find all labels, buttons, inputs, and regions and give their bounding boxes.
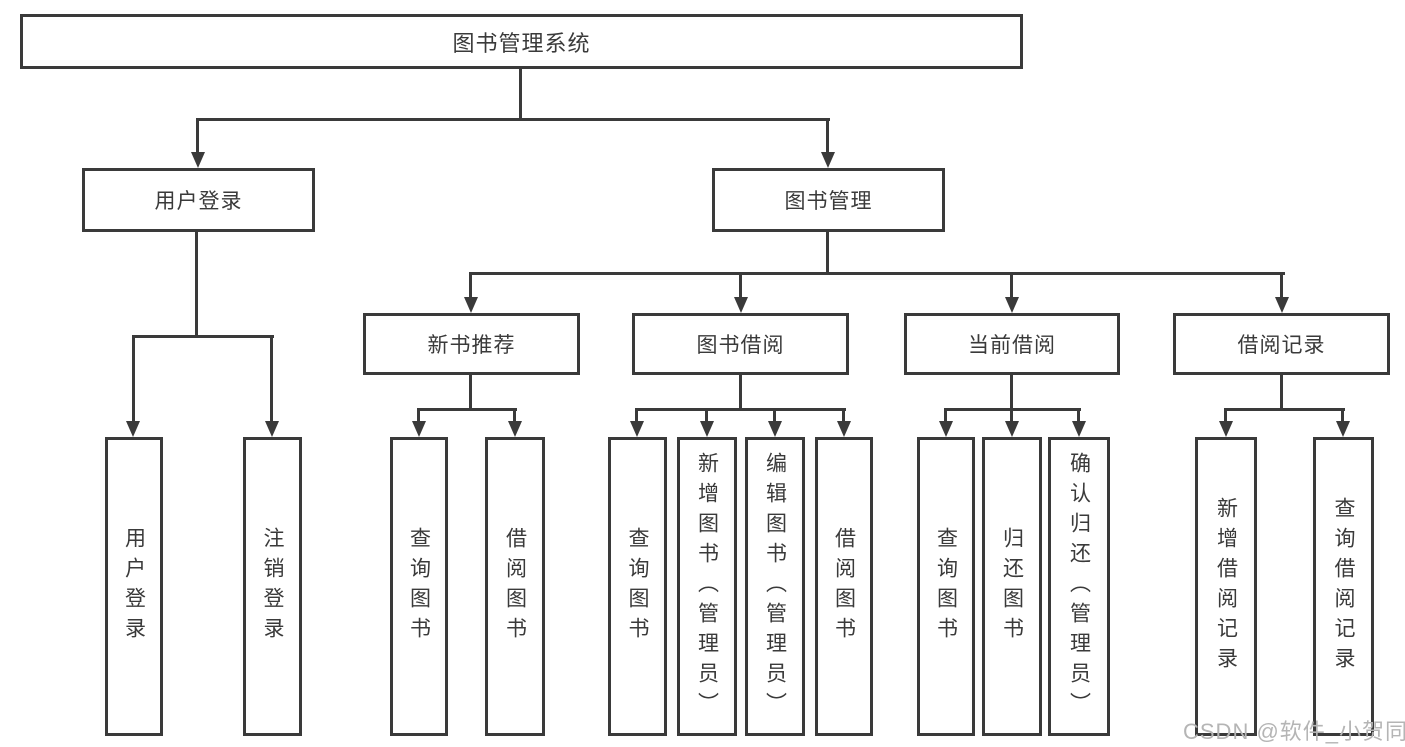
connector-stem-nbr-borrow	[513, 408, 516, 421]
node-user-login: 用户登录	[82, 168, 315, 232]
node-book-borrow: 图书借阅	[632, 313, 849, 375]
leaf-bb-borrow-books: 借阅图书	[815, 437, 873, 736]
connector-stem-bb-borrow	[842, 408, 845, 421]
leaf-cb-confirm-return-admin: 确认归还（管理员）	[1048, 437, 1110, 736]
connector-book-borrow-hline	[635, 408, 846, 411]
leaf-br-query-record-label: 查询借阅记录	[1332, 496, 1355, 677]
connector-root-drop	[519, 69, 522, 118]
leaf-br-add-record-label: 新增借阅记录	[1214, 496, 1238, 677]
arrowhead-bb-add	[700, 421, 714, 437]
connector-user-login-drop	[195, 232, 198, 335]
leaf-cb-return-books-label: 归还图书	[1000, 526, 1024, 647]
connector-stem-cb-query	[944, 408, 947, 421]
leaf-logout-label: 注销登录	[261, 526, 284, 647]
arrowhead-book-mgmt	[821, 152, 835, 168]
node-user-login-label: 用户登录	[154, 190, 243, 213]
arrowhead-nbr-query	[412, 421, 426, 437]
connector-stem-br-query	[1341, 408, 1344, 421]
leaf-user-login: 用户登录	[105, 437, 163, 736]
connector-user-login-hline	[132, 335, 274, 338]
leaf-br-query-record: 查询借阅记录	[1313, 437, 1374, 736]
leaf-cb-query-books-label: 查询图书	[934, 526, 958, 647]
connector-stem-bb-query	[635, 408, 638, 421]
leaf-user-login-label: 用户登录	[122, 526, 146, 647]
connector-new-book-rec-drop	[469, 375, 472, 408]
connector-new-book-rec-hline	[417, 408, 517, 411]
watermark: CSDN @软件_小贺同学	[1183, 719, 1405, 744]
arrowhead-user-login-leaf	[126, 421, 140, 437]
connector-stem-current-borrow	[1010, 272, 1013, 297]
node-library-system-label: 图书管理系统	[452, 30, 591, 56]
node-new-book-rec: 新书推荐	[363, 313, 580, 375]
connector-stem-cb-return	[1010, 408, 1013, 421]
connector-stem-br-add	[1224, 408, 1227, 421]
arrowhead-bb-edit	[768, 421, 782, 437]
leaf-bb-edit-books-admin-label: 编辑图书（管理员）	[763, 451, 787, 722]
node-borrow-record-label: 借阅记录	[1237, 334, 1326, 357]
arrowhead-new-book-rec	[464, 297, 478, 313]
connector-book-mgmt-hline	[469, 272, 1285, 275]
node-library-system: 图书管理系统	[20, 14, 1023, 69]
leaf-nbr-borrow-books: 借阅图书	[485, 437, 545, 736]
connector-stem-book-mgmt	[826, 118, 829, 152]
node-current-borrow-label: 当前借阅	[968, 334, 1056, 357]
leaf-bb-add-books-admin: 新增图书（管理员）	[677, 437, 737, 736]
arrowhead-book-borrow	[734, 297, 748, 313]
arrowhead-bb-borrow	[837, 421, 851, 437]
arrowhead-cb-confirm	[1072, 421, 1086, 437]
leaf-cb-return-books: 归还图书	[982, 437, 1042, 736]
connector-borrow-record-drop	[1280, 375, 1283, 408]
arrowhead-cb-return	[1005, 421, 1019, 437]
node-book-borrow-label: 图书借阅	[696, 334, 785, 357]
leaf-nbr-query-books-label: 查询图书	[407, 526, 431, 647]
arrowhead-logout-leaf	[265, 421, 279, 437]
node-book-mgmt-label: 图书管理	[784, 190, 873, 213]
node-borrow-record: 借阅记录	[1173, 313, 1390, 375]
connector-stem-bb-edit	[773, 408, 776, 421]
arrowhead-cb-query	[939, 421, 953, 437]
connector-stem-nbr-query	[417, 408, 420, 421]
leaf-bb-query-books: 查询图书	[608, 437, 667, 736]
arrowhead-br-add	[1219, 421, 1233, 437]
leaf-logout: 注销登录	[243, 437, 302, 736]
connector-borrow-record-hline	[1224, 408, 1345, 411]
leaf-br-add-record: 新增借阅记录	[1195, 437, 1257, 736]
leaf-nbr-borrow-books-label: 借阅图书	[503, 526, 527, 647]
connector-stem-cb-confirm	[1077, 408, 1080, 421]
arrowhead-br-query	[1336, 421, 1350, 437]
leaf-nbr-query-books: 查询图书	[390, 437, 448, 736]
leaf-cb-query-books: 查询图书	[917, 437, 975, 736]
arrowhead-borrow-record	[1275, 297, 1289, 313]
connector-stem-bb-add	[705, 408, 708, 421]
leaf-bb-borrow-books-label: 借阅图书	[832, 526, 856, 647]
node-book-mgmt: 图书管理	[712, 168, 945, 232]
connector-stem-new-book-rec	[469, 272, 472, 297]
leaf-bb-query-books-label: 查询图书	[626, 526, 649, 647]
leaf-bb-edit-books-admin: 编辑图书（管理员）	[745, 437, 805, 736]
leaf-cb-confirm-return-admin-label: 确认归还（管理员）	[1067, 451, 1091, 722]
connector-stem-book-borrow	[739, 272, 742, 297]
arrowhead-current-borrow	[1005, 297, 1019, 313]
node-new-book-rec-label: 新书推荐	[427, 334, 516, 357]
connector-book-borrow-drop	[739, 375, 742, 408]
connector-current-borrow-drop	[1010, 375, 1013, 408]
arrowhead-bb-query	[630, 421, 644, 437]
arrowhead-nbr-borrow	[508, 421, 522, 437]
connector-stem-user-login	[196, 118, 199, 152]
connector-stem-logout-leaf	[270, 335, 273, 421]
connector-stem-user-login-leaf	[132, 335, 135, 421]
connector-stem-borrow-record	[1280, 272, 1283, 297]
leaf-bb-add-books-admin-label: 新增图书（管理员）	[695, 451, 719, 722]
connector-book-mgmt-drop	[826, 232, 829, 272]
connector-root-hline	[196, 118, 830, 121]
arrowhead-user-login	[191, 152, 205, 168]
node-current-borrow: 当前借阅	[904, 313, 1120, 375]
